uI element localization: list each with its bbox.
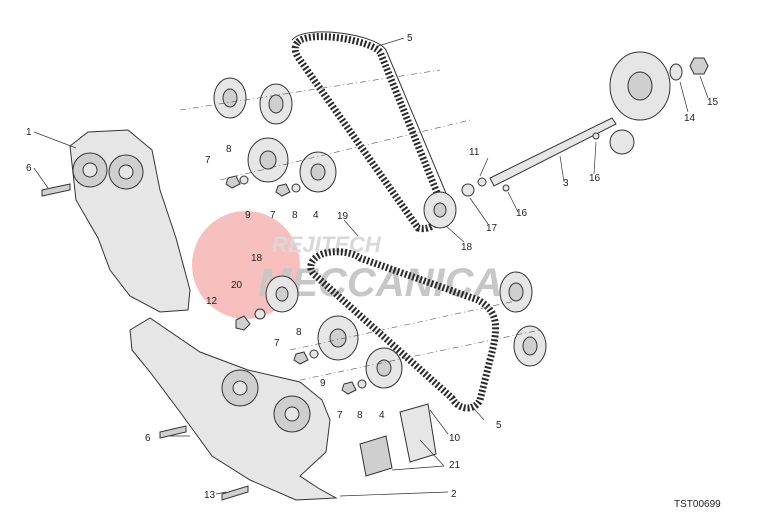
layshaft <box>489 117 635 187</box>
callout-8: 8 <box>296 327 302 338</box>
callout-17: 17 <box>486 223 498 234</box>
camshaft-pulleys-right <box>499 271 547 367</box>
callout-5: 5 <box>496 420 502 431</box>
callout-7: 7 <box>205 155 211 166</box>
callout-12: 12 <box>206 296 218 307</box>
leader-lines <box>33 37 709 497</box>
tensioner-lower <box>317 315 403 389</box>
shims <box>359 403 437 477</box>
callout-13: 13 <box>204 490 216 501</box>
upper-timing-belt <box>291 31 449 233</box>
gears-top-right <box>609 51 709 121</box>
callout-6: 6 <box>145 433 151 444</box>
callout-9: 9 <box>320 378 326 389</box>
callout-18: 18 <box>251 253 263 264</box>
callout-2: 2 <box>451 489 457 500</box>
callout-4: 4 <box>313 210 319 221</box>
callout-20: 20 <box>231 280 243 291</box>
crank-pulley <box>265 191 457 313</box>
callout-7: 7 <box>270 210 276 221</box>
centre-lines <box>179 69 541 381</box>
callout-3: 3 <box>563 178 569 189</box>
callout-15: 15 <box>707 97 719 108</box>
callout-18: 18 <box>461 242 473 253</box>
tensioner-upper <box>247 137 337 193</box>
callout-19: 19 <box>337 211 349 222</box>
watermark: REJITECH MECCANICA <box>192 211 502 319</box>
upper-belt-cover <box>69 129 191 313</box>
callout-8: 8 <box>292 210 298 221</box>
callout-1: 1 <box>26 127 32 138</box>
callout-labels: 1 2 3 4 4 5 5 6 6 7 7 7 7 8 8 8 8 9 9 10… <box>26 33 719 501</box>
lower-timing-belt <box>307 248 500 412</box>
callout-7: 7 <box>274 338 280 349</box>
callout-14: 14 <box>684 113 696 124</box>
camshaft-pulleys-upper <box>213 77 293 125</box>
callout-9: 9 <box>245 210 251 221</box>
callout-6: 6 <box>26 163 32 174</box>
callout-8: 8 <box>357 410 363 421</box>
callout-16: 16 <box>516 208 528 219</box>
fasteners <box>41 132 600 501</box>
callout-5: 5 <box>407 33 413 44</box>
drawing-code: TST00699 <box>674 499 721 510</box>
watermark-line1: REJITECH <box>272 232 382 257</box>
callout-11: 11 <box>469 147 480 158</box>
lower-belt-cover <box>129 317 338 501</box>
callout-10: 10 <box>449 433 461 444</box>
callout-7: 7 <box>337 410 343 421</box>
callout-4: 4 <box>379 410 385 421</box>
callout-8: 8 <box>226 144 232 155</box>
callout-16: 16 <box>589 173 601 184</box>
callout-21: 21 <box>449 460 461 471</box>
